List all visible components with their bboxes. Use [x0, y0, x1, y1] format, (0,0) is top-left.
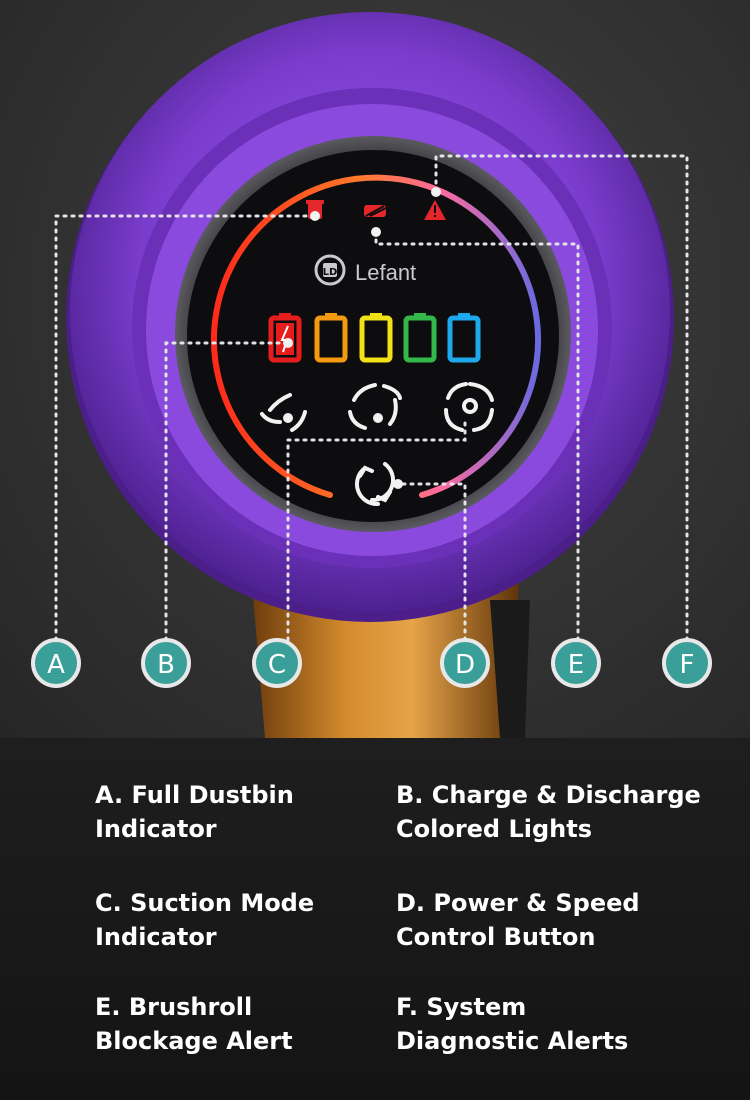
fan-low-icon: [260, 393, 307, 432]
svg-text:F: F: [680, 650, 695, 680]
legend-item-e: E. Brushroll Blockage Alert: [95, 990, 435, 1058]
svg-text:C: C: [268, 650, 286, 680]
legend-e-line1: E. Brushroll: [95, 993, 253, 1021]
callout-line-f: [434, 154, 689, 642]
legend-d-line2: Control Button: [396, 923, 596, 951]
fan-mid-icon: [348, 383, 402, 430]
legend-a-line2: Indicator: [95, 815, 217, 843]
brand-name: Lefant: [355, 260, 416, 285]
callout-badge-d: D: [440, 638, 490, 688]
legend-item-f: F. System Diagnostic Alerts: [396, 990, 736, 1058]
legend-item-d: D. Power & Speed Control Button: [396, 886, 736, 954]
legend-b-line1: B. Charge & Discharge: [396, 781, 701, 809]
legend-f-line1: F. System: [396, 993, 527, 1021]
callout-lines: [54, 154, 689, 642]
battery-icon: [403, 313, 437, 363]
svg-text:E: E: [568, 650, 584, 680]
legend-f-line2: Diagnostic Alerts: [396, 1027, 629, 1055]
battery-icon: [447, 313, 481, 363]
callout-badge-b: B: [141, 638, 191, 688]
logo-mark: LD: [323, 267, 338, 278]
vacuum-display-diagram: LD Lefant: [31, 12, 712, 738]
power-icon: [354, 462, 396, 507]
legend-panel: A. Full Dustbin Indicator B. Charge & Di…: [0, 738, 750, 1100]
legend-b-line2: Colored Lights: [396, 815, 593, 843]
legend-item-c: C. Suction Mode Indicator: [95, 886, 435, 954]
legend-item-b: B. Charge & Discharge Colored Lights: [396, 778, 736, 846]
legend-d-line1: D. Power & Speed: [396, 889, 640, 917]
callout-line-b: [164, 341, 290, 642]
svg-text:A: A: [47, 650, 65, 680]
brand-logo: LD Lefant: [314, 254, 416, 286]
callout-badge-a: A: [31, 638, 81, 688]
legend-e-line2: Blockage Alert: [95, 1027, 293, 1055]
battery-icon: [359, 313, 393, 363]
callout-badge-f: F: [662, 638, 712, 688]
warning-icon: [424, 200, 446, 220]
callout-line-a: [54, 214, 317, 642]
legend-c-line1: C. Suction Mode: [95, 889, 315, 917]
callout-badge-e: E: [551, 638, 601, 688]
brushroll-icon: [364, 205, 387, 217]
svg-text:D: D: [455, 650, 475, 680]
legend-a-line1: A. Full Dustbin: [95, 781, 294, 809]
callout-line-c: [286, 416, 467, 642]
callout-dots: [283, 187, 441, 489]
display-face: [187, 150, 559, 522]
legend-item-a: A. Full Dustbin Indicator: [95, 778, 435, 846]
product-illustration: LD Lefant: [0, 0, 750, 738]
callout-line-e: [374, 230, 580, 642]
callout-badge-c: C: [252, 638, 302, 688]
legend-c-line2: Indicator: [95, 923, 217, 951]
callout-line-d: [396, 482, 467, 642]
fan-high-icon: [444, 382, 494, 432]
battery-icon: [314, 313, 348, 363]
svg-text:B: B: [157, 650, 175, 680]
power-arc: [211, 174, 541, 498]
